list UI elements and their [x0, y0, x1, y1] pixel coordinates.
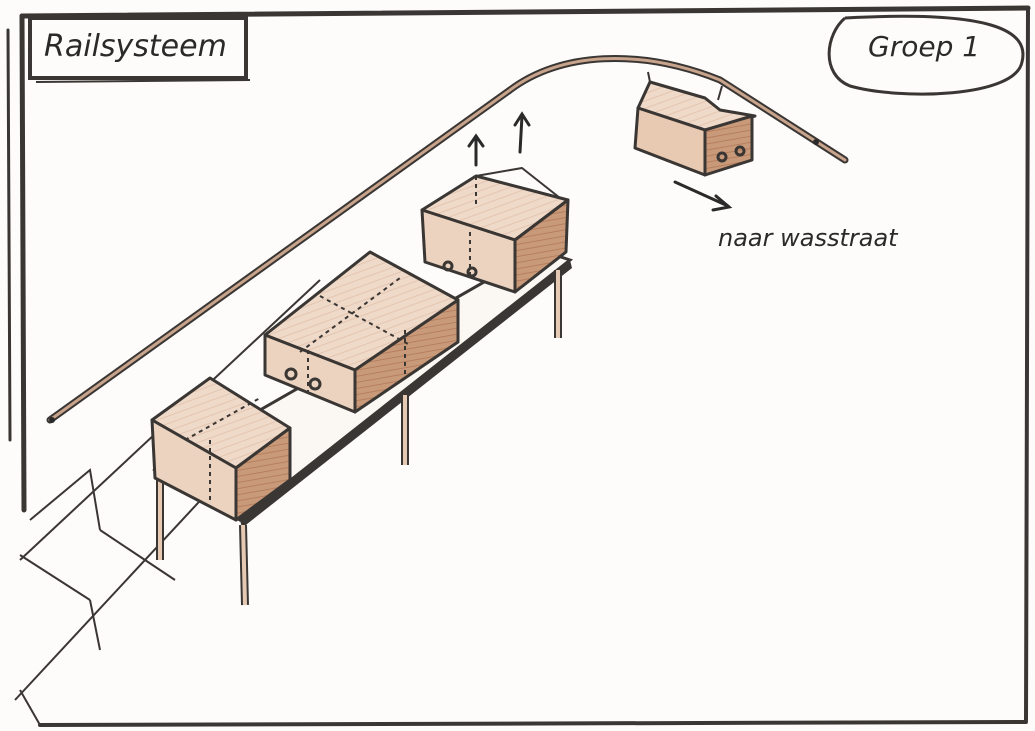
- box-middle: [263, 250, 460, 414]
- title-box: Railsysteem: [28, 16, 251, 83]
- box-front: [150, 376, 292, 522]
- group-label: Groep 1: [868, 30, 980, 63]
- direction-arrow-icon: [673, 180, 733, 212]
- note-label: naar wasstraat: [718, 224, 899, 252]
- box-back: [420, 167, 570, 294]
- overhead-rail: [46, 55, 849, 424]
- hanging-box: [633, 71, 757, 177]
- group-badge: Groep 1: [827, 14, 1025, 96]
- page-frame: [6, 5, 1031, 727]
- lift-arrows: [467, 111, 531, 167]
- sheet-title: Railsysteem: [44, 29, 227, 64]
